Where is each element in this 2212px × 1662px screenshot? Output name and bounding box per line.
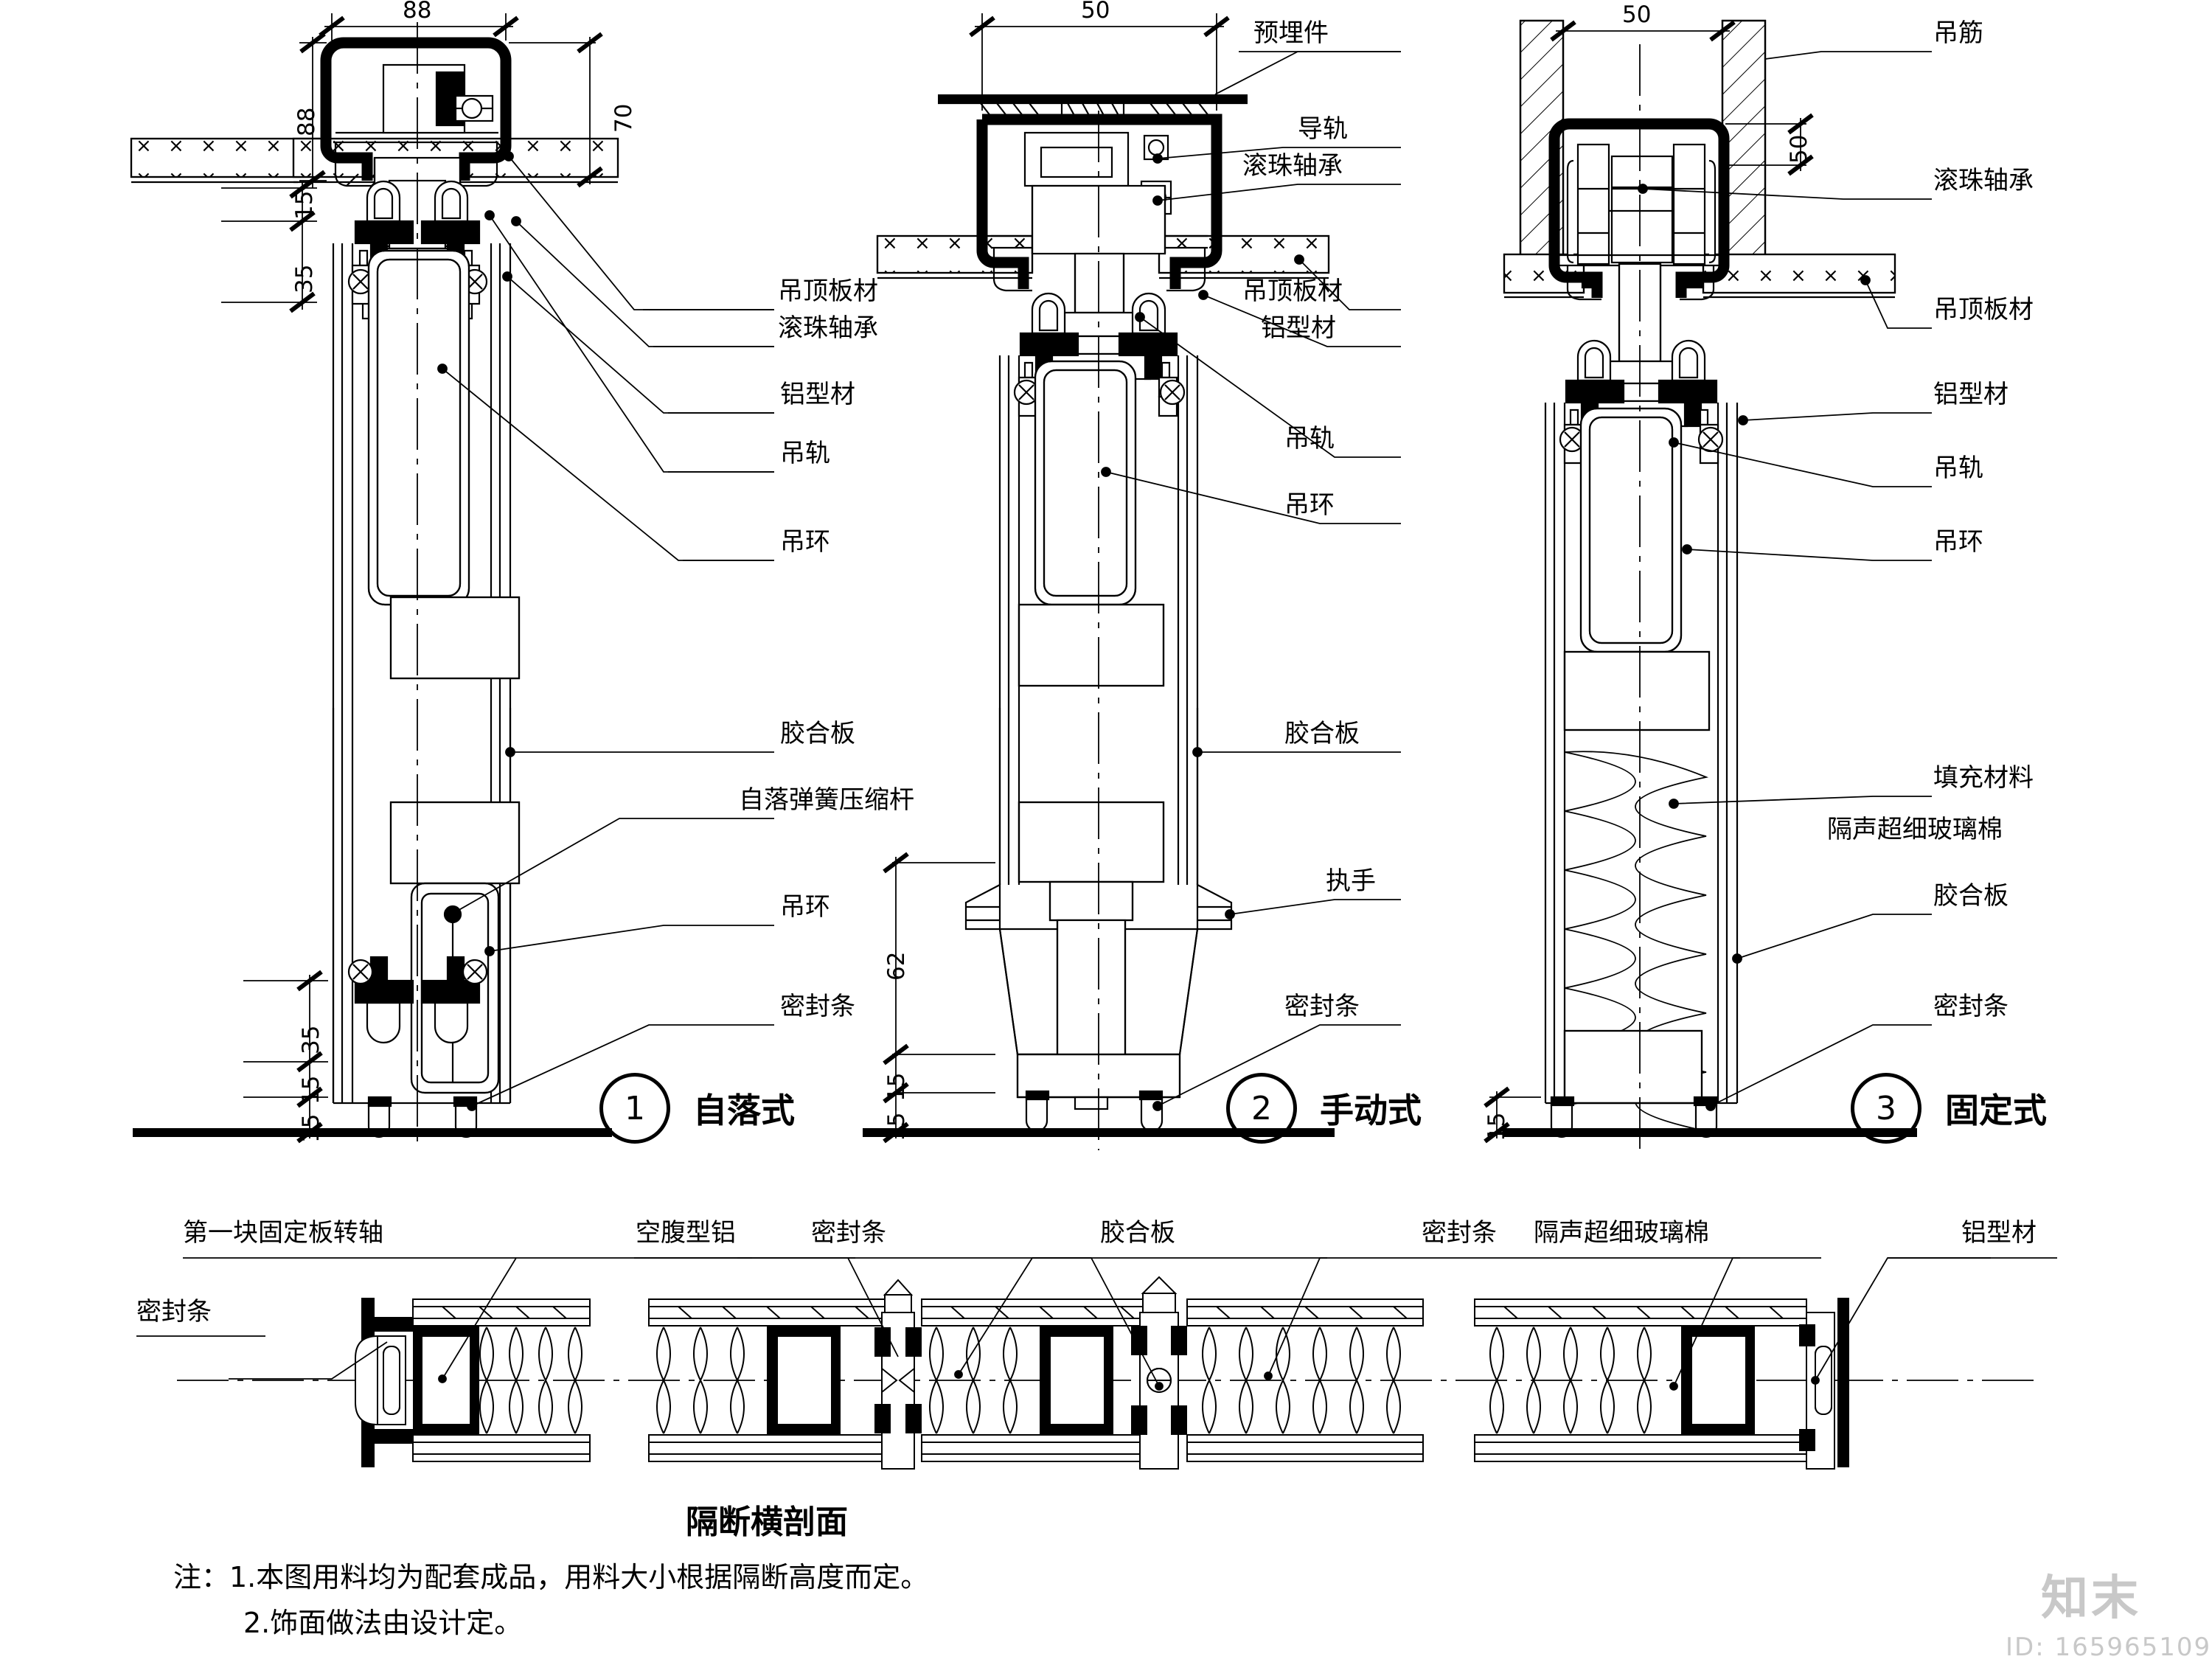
d2-dim-50-h: 50 <box>1081 0 1110 24</box>
d3-leaders <box>1638 51 1932 1111</box>
d1-dim-35-lower: 35 <box>298 1025 324 1054</box>
d1-callout-hanging-ring: 吊环 <box>780 527 830 557</box>
d2-callout-ceiling-board: 吊顶板材 <box>1242 277 1343 306</box>
plan-segment-5 <box>1474 1298 1849 1470</box>
d3-callout-hanging-ring: 吊环 <box>1933 527 1983 557</box>
d3-callout-ball-bearing: 滚珠轴承 <box>1933 166 2034 195</box>
d3-callout-acoustic-glass-wool: 隔声超细玻璃棉 <box>1827 815 2003 844</box>
detail-1-number: 1 <box>599 1073 670 1144</box>
plan-callout-acoustic-glass-wool: 隔声超细玻璃棉 <box>1534 1218 1709 1248</box>
d1-callout-ceiling-board: 吊顶板材 <box>778 277 878 306</box>
d3-callout-ceiling-board: 吊顶板材 <box>1933 295 2034 324</box>
d1-dim-15-lower-b: 15 <box>298 1113 324 1143</box>
d3-callout-plywood: 胶合板 <box>1933 881 2008 911</box>
d1-dim-70-v: 70 <box>611 103 637 133</box>
d1-callout-spring-rod: 自落弹簧压缩杆 <box>739 785 914 815</box>
note-line-1: 注：1.本图用料均为配套成品，用料大小根据隔断高度而定。 <box>173 1561 929 1593</box>
d3-callout-hanger-bar: 吊筋 <box>1933 18 1983 48</box>
d2-handle <box>964 880 1233 1056</box>
d2-plywood <box>998 708 1199 885</box>
plan-callout-first-fixed-panel-pivot: 第一块固定板转轴 <box>183 1218 383 1248</box>
d1-label-rules <box>643 309 774 561</box>
d3-dim-50-v: 50 <box>1786 134 1812 164</box>
d2-dim-15-a: 15 <box>883 1072 910 1102</box>
d2-panel-frame <box>998 292 1199 885</box>
d1-callout-seal-strip: 密封条 <box>780 992 855 1021</box>
d2-dimensions <box>884 13 1228 1141</box>
detail-1-title: 自落式 <box>693 1091 795 1130</box>
d1-dim-15-lower-a: 15 <box>298 1075 324 1105</box>
plan-callout-hollow-aluminium: 空腹型铝 <box>636 1218 736 1248</box>
detail-2-title: 手动式 <box>1320 1091 1422 1130</box>
d2-leaders <box>1101 51 1401 1111</box>
d2-callout-embedded-part: 预埋件 <box>1253 18 1329 48</box>
d2-callout-hanging-rail: 吊轨 <box>1284 424 1335 453</box>
d3-hanging-track <box>1548 118 1730 298</box>
d3-dimensions <box>1485 22 1812 1141</box>
d3-bottom <box>1545 1029 1737 1138</box>
detail-3-title: 固定式 <box>1945 1091 2047 1130</box>
plan-callout-seal-strip-left: 密封条 <box>136 1297 212 1327</box>
d1-dim-88-v: 88 <box>293 107 320 136</box>
detail-2-number: 2 <box>1226 1073 1297 1144</box>
d3-panel-frame <box>1544 339 1739 1103</box>
d1-callout-hanging-rail: 吊轨 <box>780 439 830 468</box>
d2-dim-62-v: 62 <box>883 951 910 981</box>
d1-dim-35-upper: 35 <box>291 264 318 293</box>
d2-callout-plywood: 胶合板 <box>1284 719 1360 748</box>
d3-callout-aluminium-profile: 铝型材 <box>1933 380 2008 409</box>
plan-callout-seal-strip-right: 密封条 <box>1422 1218 1497 1248</box>
plan-callout-seal-strip-mid: 密封条 <box>811 1218 886 1248</box>
d3-callout-hanging-rail: 吊轨 <box>1933 453 1983 483</box>
plan-section <box>136 1257 2057 1470</box>
d1-dim-15-upper: 15 <box>291 190 318 220</box>
plan-section-title: 隔断横剖面 <box>686 1503 848 1541</box>
plan-callout-plywood: 胶合板 <box>1100 1218 1175 1248</box>
d3-dim-15-v: 15 <box>1484 1112 1510 1141</box>
d1-plywood <box>332 708 521 1103</box>
watermark-brand: 知末 <box>2041 1571 2141 1626</box>
watermark-id: ID: 165965109 <box>2006 1633 2212 1662</box>
d1-callout-hanging-ring-2: 吊环 <box>780 892 830 922</box>
d2-callout-guide-rail: 导轨 <box>1298 114 1348 144</box>
d1-dim-88-h: 88 <box>403 0 432 24</box>
d3-dim-50-h: 50 <box>1622 1 1652 28</box>
d1-callout-plywood: 胶合板 <box>780 719 855 748</box>
d1-panel-frame <box>332 180 521 1103</box>
d2-callout-aluminium-profile: 铝型材 <box>1261 313 1336 343</box>
plan-segment-2 <box>648 1279 922 1470</box>
detail-3-number: 3 <box>1851 1073 1921 1144</box>
d3-ceiling-board <box>1503 253 1896 299</box>
watermark: 知末 ID: 165965109 <box>2006 1560 2211 1662</box>
d2-dim-15-b: 15 <box>883 1112 910 1141</box>
d2-callout-ball-bearing: 滚珠轴承 <box>1242 151 1343 181</box>
d1-callout-ball-bearing: 滚珠轴承 <box>778 313 878 343</box>
d2-callout-hanging-ring: 吊环 <box>1284 490 1335 520</box>
d3-callout-filler-material: 填充材料 <box>1933 763 2034 793</box>
d3-callout-seal-strip: 密封条 <box>1933 992 2008 1021</box>
plan-segment-4 <box>1186 1298 1424 1462</box>
note-line-2: 2.饰面做法由设计定。 <box>243 1607 523 1639</box>
d2-callout-handle: 执手 <box>1326 866 1376 896</box>
d2-callout-seal-strip: 密封条 <box>1284 992 1360 1021</box>
d1-callout-aluminium-profile: 铝型材 <box>780 380 855 409</box>
plan-callout-aluminium-profile: 铝型材 <box>1961 1218 2037 1248</box>
d1-dimensions <box>221 13 602 1141</box>
plan-segment-3 <box>921 1276 1187 1470</box>
